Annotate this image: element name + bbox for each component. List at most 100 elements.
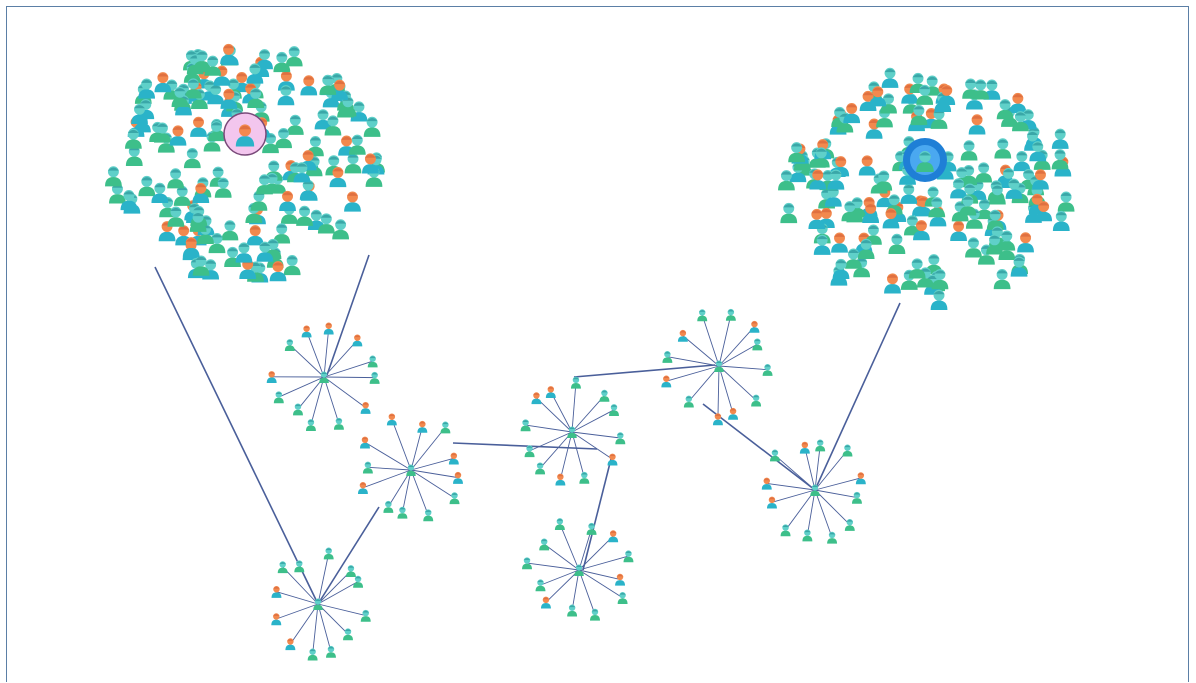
hub-f xyxy=(762,440,866,544)
hub-person-icon xyxy=(352,334,362,346)
crowd-left xyxy=(105,44,385,283)
spoke xyxy=(526,425,572,432)
spoke xyxy=(579,570,620,579)
spoke xyxy=(290,345,324,377)
hub-person-icon xyxy=(726,309,736,321)
crowd-person-icon xyxy=(1053,211,1070,231)
spoke xyxy=(772,490,815,502)
hub-person-icon xyxy=(334,418,344,430)
hub-person-icon xyxy=(661,376,671,388)
hub-person-icon xyxy=(417,421,427,433)
spoke xyxy=(719,315,731,366)
hub-person-icon xyxy=(567,605,577,617)
hub-person-icon xyxy=(843,445,853,457)
hub-person-icon xyxy=(770,450,780,462)
hub-person-icon xyxy=(361,402,371,414)
crowd-person-icon xyxy=(300,180,317,200)
crowd-person-icon xyxy=(296,206,313,226)
hub-person-icon xyxy=(361,610,371,622)
hub-person-icon xyxy=(852,492,862,504)
crowd-person-icon xyxy=(184,148,201,168)
hub-person-icon xyxy=(324,323,334,335)
crowd-person-icon xyxy=(961,140,978,160)
crowd-person-icon xyxy=(1058,191,1075,211)
crowd-person-icon xyxy=(994,269,1011,289)
hub-person-icon xyxy=(358,482,368,494)
hub-person-icon xyxy=(278,561,288,573)
crowd-person-icon xyxy=(882,68,899,88)
spoke xyxy=(572,382,576,432)
crowds-layer xyxy=(105,44,1074,310)
spoke xyxy=(411,470,455,498)
link-hub-e-crowd-right xyxy=(815,303,900,490)
link-crowd-left-hub-g xyxy=(155,267,318,604)
spoke xyxy=(815,478,861,490)
spoke xyxy=(775,455,815,490)
hub-person-icon xyxy=(615,574,625,586)
spoke xyxy=(719,366,756,400)
crowd-person-icon xyxy=(236,242,253,262)
crowd-person-icon xyxy=(780,203,797,223)
hub-person-icon xyxy=(555,474,565,486)
hub-person-icon xyxy=(713,413,723,425)
hub-person-icon xyxy=(326,646,336,658)
hub-person-icon xyxy=(678,330,688,342)
hub-person-icon xyxy=(539,538,549,550)
spoke xyxy=(719,327,754,366)
spoke xyxy=(324,377,366,408)
hub-person-icon xyxy=(274,391,284,403)
crowd-person-icon xyxy=(900,184,917,204)
spoke xyxy=(411,470,458,478)
spoke xyxy=(579,570,595,614)
crowd-person-icon xyxy=(167,168,184,188)
crowd-person-icon xyxy=(287,115,304,135)
diagram-frame xyxy=(6,6,1189,682)
crowd-right xyxy=(778,68,1074,310)
hub-person-icon xyxy=(387,413,397,425)
hub-person-icon xyxy=(590,609,600,621)
hub-person-icon xyxy=(453,472,463,484)
crowd-person-icon xyxy=(994,138,1011,158)
spoke xyxy=(719,366,768,370)
crowd-person-icon xyxy=(950,221,967,241)
highlighted-person-icon xyxy=(903,138,947,182)
spoke xyxy=(536,398,572,432)
spoke xyxy=(392,419,411,470)
hub-b xyxy=(358,413,463,521)
crowd-person-icon xyxy=(208,121,225,141)
spoke xyxy=(365,442,411,470)
spoke xyxy=(318,604,366,616)
crowd-person-icon xyxy=(349,135,366,155)
crowd-person-icon xyxy=(286,46,303,66)
crowd-person-icon xyxy=(174,186,191,206)
hub-person-icon xyxy=(546,386,556,398)
crowd-person-icon xyxy=(1009,93,1026,113)
hub-person-icon xyxy=(368,356,378,368)
hub-person-icon xyxy=(615,432,625,444)
crowd-person-icon xyxy=(222,220,239,240)
spoke xyxy=(307,331,324,377)
crowd-person-icon xyxy=(345,153,362,173)
hub-person-icon xyxy=(450,492,460,504)
crowd-person-icon xyxy=(105,166,122,186)
spoke xyxy=(324,328,329,377)
crowd-person-icon xyxy=(332,219,349,239)
spoke xyxy=(718,366,719,419)
spoke xyxy=(276,604,318,619)
hub-person-icon xyxy=(571,377,581,389)
spoke xyxy=(572,410,614,432)
hub-person-icon xyxy=(751,395,761,407)
spoke xyxy=(318,581,358,604)
crowd-person-icon xyxy=(975,162,992,182)
crowd-person-icon xyxy=(344,192,361,212)
hub-person-icon xyxy=(763,364,773,376)
hub-person-icon xyxy=(767,497,777,509)
hub-c xyxy=(521,377,626,486)
spoke xyxy=(719,344,757,366)
crowd-person-icon xyxy=(884,273,901,293)
hub-person-icon xyxy=(353,576,363,588)
hub-person-icon xyxy=(609,404,619,416)
spoke xyxy=(702,315,719,366)
hub-person-icon xyxy=(302,325,312,337)
link-hub-c-hub-d xyxy=(574,365,715,377)
